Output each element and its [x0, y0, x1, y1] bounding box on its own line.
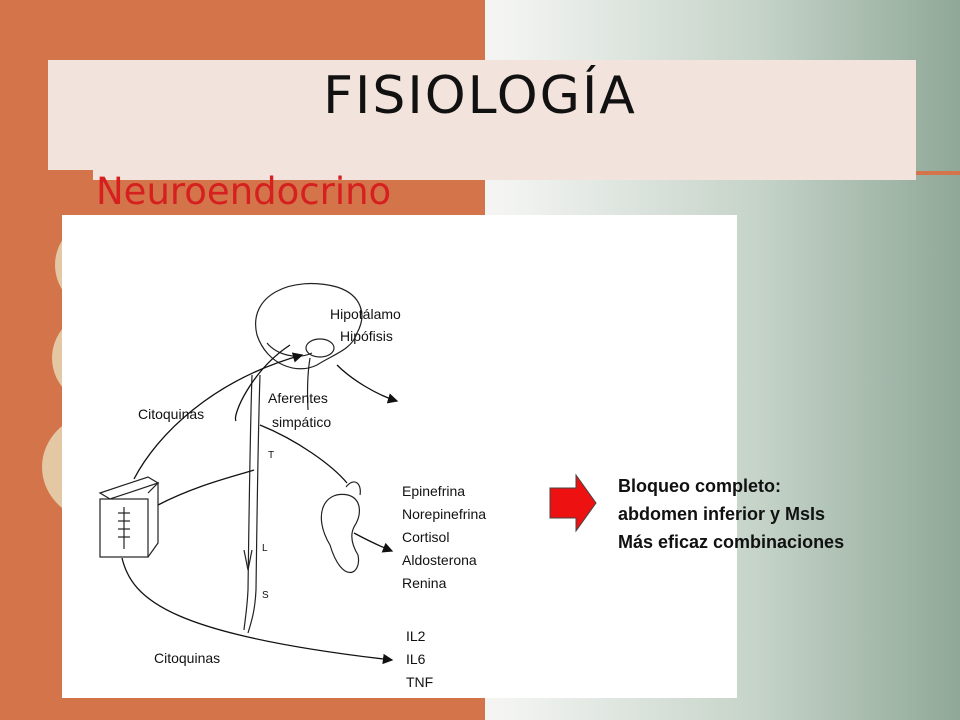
label-simpatico: simpático — [272, 414, 331, 430]
pathway-arrows — [121, 344, 399, 665]
slide-title: FISIOLOGÍA — [323, 66, 637, 126]
label-aferentes: Aferentes — [268, 390, 328, 406]
spine-label-s: S — [262, 590, 269, 601]
label-cortisol: Cortisol — [402, 529, 449, 545]
kidney-illustration — [320, 481, 361, 574]
note-block: Bloqueo completo: abdomen inferior y MsI… — [618, 472, 844, 556]
slide-subtitle: Neuroendocrino — [96, 170, 392, 213]
label-il6: IL6 — [406, 651, 426, 667]
label-aldosterona: Aldosterona — [402, 552, 477, 568]
note-line-3: Más eficaz combinaciones — [618, 532, 845, 552]
label-il2: IL2 — [406, 628, 426, 644]
spinal-cord-illustration — [243, 374, 261, 634]
spine-label-l: L — [262, 543, 268, 554]
note-line-2: abdomen inferior y MsIs — [618, 504, 826, 524]
spine-label-t: T — [268, 450, 274, 461]
red-arrow-icon — [549, 473, 597, 533]
tissue-block-illustration — [98, 476, 160, 558]
note-line-1: Bloqueo completo: — [618, 476, 781, 496]
label-hipofisis: Hipófisis — [340, 328, 393, 344]
label-renina: Renina — [402, 575, 447, 591]
label-citoquinas-top: Citoquinas — [138, 406, 204, 422]
title-box-inner — [93, 90, 916, 180]
label-citoquinas-bottom: Citoquinas — [154, 650, 220, 666]
label-tnf: TNF — [406, 674, 433, 690]
label-norepinefrina: Norepinefrina — [402, 506, 486, 522]
diagram-svg: T L S Hipotálam — [98, 283, 486, 690]
label-hipotalamo: Hipotálamo — [330, 306, 401, 322]
brain-illustration — [255, 283, 363, 411]
neuroendocrine-diagram: T L S Hipotálam — [62, 215, 737, 698]
label-epinefrina: Epinefrina — [402, 483, 465, 499]
